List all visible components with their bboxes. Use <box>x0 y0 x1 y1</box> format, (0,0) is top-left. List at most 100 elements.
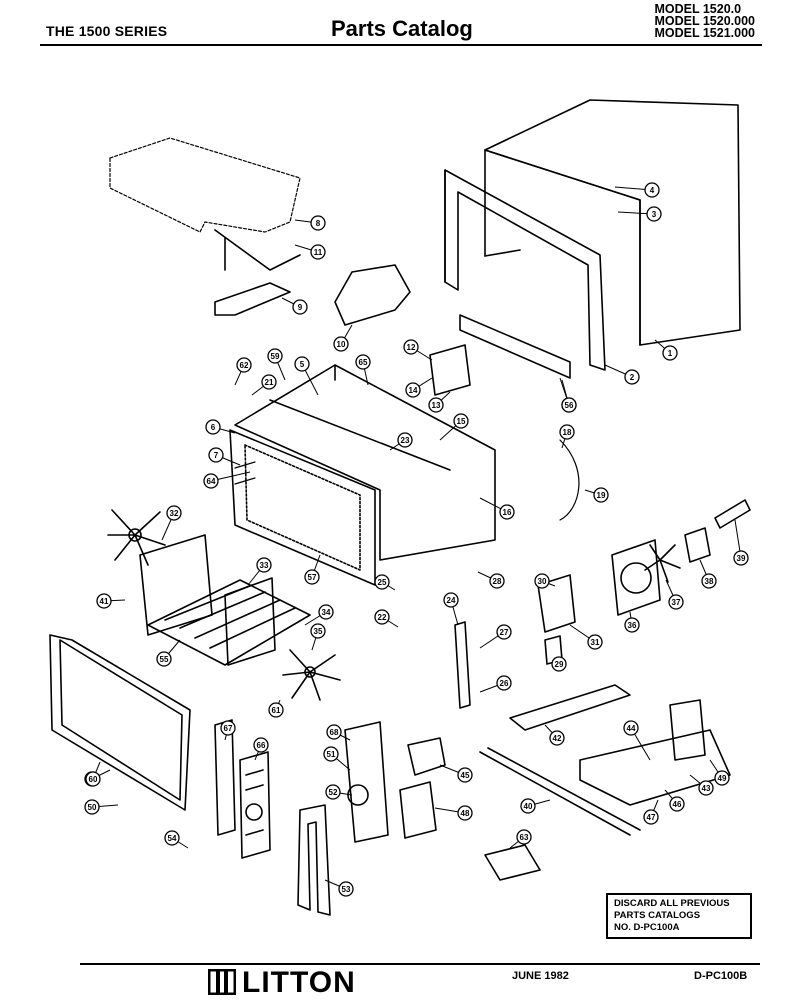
oven-cavity <box>234 364 496 561</box>
door-handle <box>297 804 331 916</box>
callout-number: 1 <box>668 349 673 358</box>
callout-number: 59 <box>271 352 280 361</box>
callout-number: 51 <box>327 750 336 759</box>
callout-circle <box>325 784 341 800</box>
callout-circle <box>397 432 413 448</box>
bracket <box>214 282 291 316</box>
callout-circle <box>624 369 640 385</box>
switch <box>407 737 446 776</box>
fan-motor <box>684 527 711 563</box>
callout-circle <box>624 617 640 633</box>
bracket-63 <box>484 844 541 881</box>
litton-logo-icon <box>208 969 236 995</box>
callout-circle <box>443 592 459 608</box>
callout-number: 67 <box>224 724 233 733</box>
callout-circle <box>534 573 550 589</box>
exploded-parts-diagram: 1234567891011121314151618192021222324252… <box>49 99 751 916</box>
callout-circle <box>96 593 112 609</box>
callout-circle <box>84 799 100 815</box>
callout-number: 35 <box>314 627 323 636</box>
callout-circle <box>668 594 684 610</box>
callout-number: 47 <box>647 813 656 822</box>
callout-circle <box>323 746 339 762</box>
callout-circle <box>714 770 730 786</box>
callout-number: 15 <box>457 417 466 426</box>
callout-number: 28 <box>493 577 502 586</box>
callout-number: 42 <box>553 734 562 743</box>
callout-circle <box>644 182 660 198</box>
callout-number: 38 <box>705 577 714 586</box>
callout-number: 40 <box>524 802 533 811</box>
callout-number: 10 <box>337 340 346 349</box>
model-line: MODEL 1521.000 <box>654 26 755 40</box>
trim-frame <box>444 169 606 371</box>
callout-circle <box>326 724 342 740</box>
callout-circle <box>516 829 532 845</box>
fan-housing <box>611 539 661 616</box>
callout-number: 60 <box>89 775 98 784</box>
callout-number: 54 <box>168 834 177 843</box>
callout-circle <box>310 623 326 639</box>
shelf <box>147 579 311 666</box>
door-frame <box>49 634 191 811</box>
callout-number: 43 <box>702 784 711 793</box>
callout-circle <box>294 356 310 372</box>
control-strip <box>214 719 236 836</box>
callout-number: 66 <box>257 741 266 750</box>
callout-number: 9 <box>298 303 303 312</box>
callout-number: 34 <box>322 608 331 617</box>
callout-circle <box>669 796 685 812</box>
motor-bracket <box>714 499 751 529</box>
callout-number: 21 <box>265 378 274 387</box>
callout-number: 63 <box>520 833 529 842</box>
callout-circle <box>85 771 101 787</box>
callout-circle <box>208 447 224 463</box>
callout-circle <box>338 881 354 897</box>
callout-number: 5 <box>300 360 305 369</box>
callout-number: 23 <box>401 436 410 445</box>
callout-number: 41 <box>100 597 109 606</box>
notice-line: PARTS CATALOGS <box>614 910 701 921</box>
callout-circle <box>261 374 277 390</box>
rail <box>509 684 631 731</box>
callout-circle <box>520 798 536 814</box>
callout-circle <box>593 487 609 503</box>
callout-circle <box>355 354 371 370</box>
stirrer-fan-lower <box>282 649 341 701</box>
model-list: MODEL 1520.0 MODEL 1520.000 MODEL 1521.0… <box>654 2 755 40</box>
callout-circle <box>403 339 419 355</box>
cover-plate <box>334 264 411 326</box>
callout-number: 65 <box>359 358 368 367</box>
callout-circle <box>268 702 284 718</box>
control-panel <box>239 751 271 859</box>
model-line: MODEL 1520.0 <box>654 2 742 16</box>
callout-number: 56 <box>565 401 574 410</box>
callout-number: 6 <box>211 423 216 432</box>
callout-circle <box>236 357 252 373</box>
callout-circle <box>310 215 326 231</box>
callout-circle <box>457 767 473 783</box>
callout-circle <box>292 299 308 315</box>
callout-circle <box>318 604 334 620</box>
callout-number: 22 <box>378 613 387 622</box>
callout-number: 25 <box>378 578 387 587</box>
hinge-bar <box>459 314 571 379</box>
callout-number: 36 <box>628 621 637 630</box>
callout-number: 52 <box>329 788 338 797</box>
callout-circle <box>457 805 473 821</box>
publish-date: JUNE 1982 <box>512 970 569 982</box>
callout-number: 39 <box>737 554 746 563</box>
callout-number: 26 <box>500 679 509 688</box>
reflector-plate <box>224 577 276 666</box>
footer-rule <box>80 963 760 965</box>
callout-circle <box>623 720 639 736</box>
callout-number: 44 <box>627 724 636 733</box>
callout-number: 16 <box>503 508 512 517</box>
gasket-line <box>234 461 256 485</box>
callout-circle <box>698 780 714 796</box>
header-rule <box>40 44 762 46</box>
top-shield-plate <box>109 137 301 271</box>
callout-number: 32 <box>170 509 179 518</box>
callout-circle <box>166 505 182 521</box>
callout-circle <box>496 675 512 691</box>
